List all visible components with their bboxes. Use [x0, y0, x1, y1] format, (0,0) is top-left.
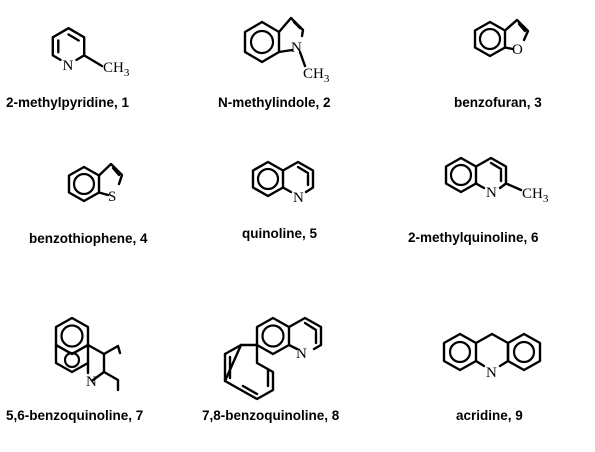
- structure-2-methylquinoline: N CH3: [444, 156, 549, 205]
- structure-benzofuran: O: [473, 18, 530, 58]
- label-compound-3: benzofuran, 3: [454, 95, 542, 110]
- structure-benzothiophene: S: [67, 162, 124, 205]
- atom-ch3: CH3: [303, 66, 330, 85]
- label-compound-9: acridine, 9: [456, 408, 523, 423]
- label-compound-1: 2-methylpyridine, 1: [6, 95, 130, 110]
- structure-5-6-benzoquinoline: N: [54, 316, 122, 392]
- label-compound-7: 5,6-benzoquinoline, 7: [6, 408, 143, 423]
- atom-n: N: [486, 185, 497, 201]
- label-compound-8: 7,8-benzoquinoline, 8: [202, 408, 340, 423]
- atom-ch3: CH3: [522, 186, 549, 205]
- structure-n-methylindole: N CH3: [243, 16, 330, 85]
- atom-ch3: CH3: [103, 60, 130, 79]
- atom-n: N: [63, 58, 74, 74]
- structure-2-methylpyridine: N CH3: [51, 27, 130, 79]
- atom-n: N: [486, 365, 497, 381]
- label-compound-5: quinoline, 5: [242, 226, 318, 241]
- structure-7-8-benzoquinoline: N: [223, 316, 323, 401]
- structure-acridine: N: [442, 332, 542, 381]
- atom-o: O: [512, 42, 523, 58]
- atom-n: N: [293, 190, 304, 206]
- label-compound-6: 2-methylquinoline, 6: [408, 230, 539, 245]
- atom-n: N: [296, 346, 307, 362]
- structure-quinoline: N: [251, 160, 315, 206]
- atom-n: N: [86, 374, 97, 390]
- atom-n: N: [291, 40, 302, 56]
- label-compound-4: benzothiophene, 4: [29, 231, 148, 246]
- atom-s: S: [108, 189, 116, 205]
- label-compound-2: N-methylindole, 2: [218, 95, 331, 110]
